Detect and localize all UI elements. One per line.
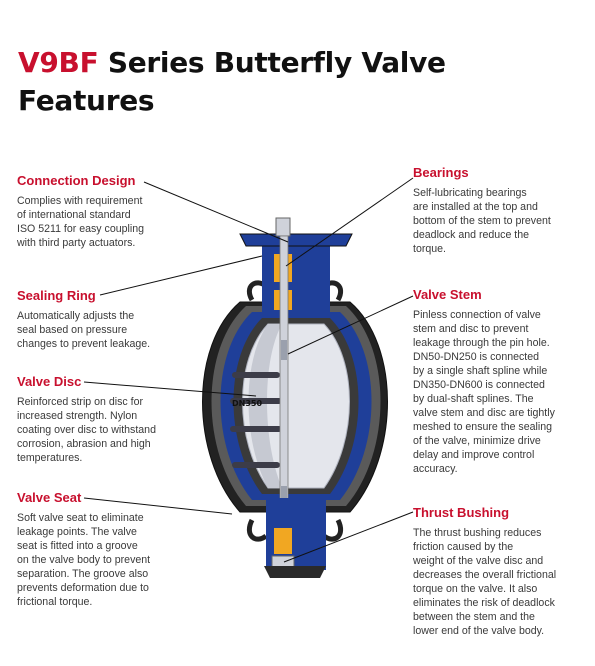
feature-bearings: Bearings Self-lubricating bearings are i… xyxy=(413,165,588,256)
feature-description: Automatically adjusts the seal based on … xyxy=(17,310,151,350)
title-rest: Series Butterfly Valve xyxy=(98,46,446,79)
feature-title: Valve Stem xyxy=(413,287,482,302)
feature-sealing-ring: Sealing Ring Automatically adjusts the s… xyxy=(17,288,217,351)
feature-title: Bearings xyxy=(413,165,469,180)
feature-valve-disc: Valve Disc Reinforced strip on disc for … xyxy=(17,374,227,465)
title-line2: Features xyxy=(18,84,155,117)
feature-title: Valve Seat xyxy=(17,490,82,505)
feature-description: Soft valve seat to eliminate leakage poi… xyxy=(17,512,151,608)
feature-valve-seat: Valve Seat Soft valve seat to eliminate … xyxy=(17,490,217,609)
disc-marking: DN350 xyxy=(232,399,262,408)
feature-description: Self-lubricating bearings are installed … xyxy=(413,187,551,255)
title-brand: V9BF xyxy=(18,46,99,79)
disc-reinforcement-ribs xyxy=(230,372,282,468)
feature-title: Sealing Ring xyxy=(17,288,96,303)
feature-description: The thrust bushing reduces friction caus… xyxy=(413,527,557,637)
feature-title: Thrust Bushing xyxy=(413,505,510,520)
feature-description: Pinless connection of valve stem and dis… xyxy=(413,309,555,475)
feature-connection-design: Connection Design Complies with requirem… xyxy=(17,173,217,250)
bottom-cap xyxy=(264,566,326,578)
feature-description: Reinforced strip on disc for increased s… xyxy=(17,396,156,464)
top-flange xyxy=(239,233,353,247)
feature-thrust-bushing: Thrust Bushing The thrust bushing reduce… xyxy=(413,505,588,638)
feature-title: Valve Disc xyxy=(17,374,82,389)
stem-top-cap xyxy=(275,217,291,237)
feature-description: Complies with requirement of internation… xyxy=(17,195,145,249)
valve-disc-shade xyxy=(248,324,282,488)
feature-title: Connection Design xyxy=(17,173,136,188)
stem-spline-top xyxy=(281,340,287,360)
feature-valve-stem: Valve Stem Pinless connection of valve s… xyxy=(413,287,588,476)
stem-spline-bottom xyxy=(281,486,287,500)
top-neck xyxy=(262,244,330,318)
bearing-bottom xyxy=(274,528,292,554)
callout-lines xyxy=(83,177,414,563)
